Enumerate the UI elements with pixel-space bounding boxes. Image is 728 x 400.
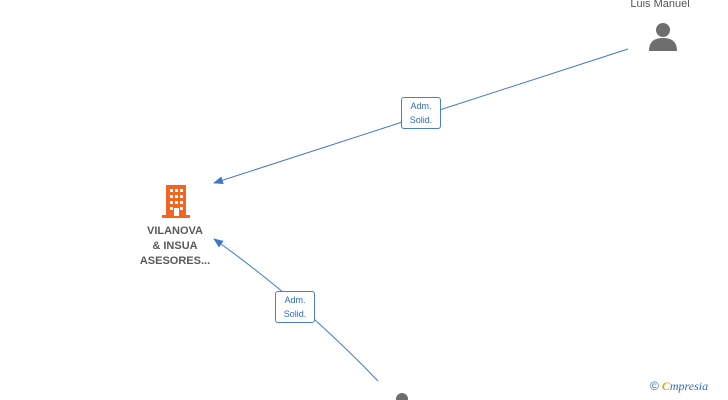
- edge-role-line1: Adm.: [284, 295, 306, 305]
- edge-role-line2: Solid.: [283, 309, 307, 319]
- person-icon[interactable]: [649, 23, 677, 51]
- person-icon-bottom[interactable]: [396, 393, 408, 400]
- edge-role-label: Adm. Solid.: [275, 291, 315, 323]
- brand-name: mpresia: [669, 379, 709, 393]
- edge-role-label: Adm. Solid.: [401, 97, 441, 129]
- copyright-symbol: ©: [650, 379, 659, 393]
- empresia-watermark: © Cmpresia: [650, 379, 708, 394]
- person-name-label[interactable]: Luis Manuel: [630, 0, 690, 10]
- building-icon[interactable]: [162, 185, 190, 218]
- company-name-label[interactable]: VILANOVA & INSUA ASESORES...: [139, 225, 211, 267]
- edge-role-line1: Adm.: [410, 101, 432, 111]
- edge-role-line2: Solid.: [409, 115, 433, 125]
- brand-initial: C: [661, 379, 670, 393]
